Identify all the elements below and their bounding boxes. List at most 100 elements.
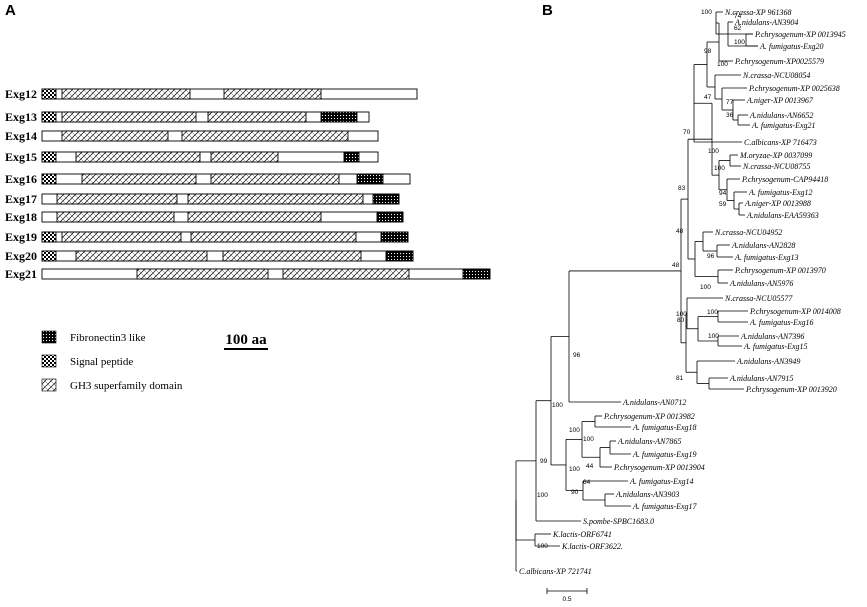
signal-peptide-domain — [41, 250, 57, 262]
taxon-label: A.nidulans-AN6652 — [749, 111, 813, 120]
gh3-domain — [210, 151, 279, 163]
bootstrap-value: 100 — [708, 148, 719, 155]
bootstrap-value: 47 — [704, 94, 712, 101]
taxon-label: M.oryzae-XP 0037099 — [739, 151, 812, 160]
gh3-domain — [75, 151, 201, 163]
taxon-label: P.chrysogenum-CAP94418 — [741, 175, 828, 184]
legend: Fibronectin3 like Signal peptide GH3 sup… — [41, 330, 183, 392]
fibronectin3-domain — [320, 111, 358, 123]
taxon-label: K.lactis-ORF3622. — [561, 542, 623, 551]
taxon-label: A. fumigatus-Exg14 — [629, 477, 694, 486]
bootstrap-value: 100 — [707, 309, 718, 316]
taxon-label: A.nidulans-AN7396 — [740, 332, 804, 341]
fibronectin3-domain — [380, 231, 409, 243]
gh3-domain — [56, 211, 175, 223]
taxon-label: A.nidulans-AN3904 — [734, 18, 798, 27]
gh3-domain — [207, 111, 307, 123]
taxon-label: P.chrysogenum-XP 0013904 — [613, 463, 705, 472]
protein-exg20: Exg20 — [5, 249, 414, 263]
protein-label: Exg16 — [5, 172, 37, 186]
taxon-label: C.albicans-XP 721741 — [519, 567, 592, 576]
signal-peptide-domain — [41, 173, 57, 185]
bootstrap-value: 100 — [734, 39, 745, 46]
bootstrap-value: 100 — [676, 311, 687, 318]
taxon-label: A. fumigatus-Exg20 — [759, 42, 824, 51]
taxon-label: A. fumigatus-Exg13 — [734, 253, 799, 262]
legend-swatch-fibronectin — [41, 330, 57, 344]
bootstrap-value: 98 — [704, 48, 712, 55]
taxon-label: A.nidulans-AN5976 — [729, 279, 793, 288]
bootstrap-value: 100 — [717, 61, 728, 68]
taxon-label: A.nidulans-AN3903 — [615, 490, 679, 499]
signal-peptide-domain — [41, 88, 57, 100]
gh3-domain — [81, 173, 197, 185]
bootstrap-value: 100 — [714, 165, 725, 172]
fibronectin3-domain — [385, 250, 414, 262]
scale-bar-b-label: 0.5 — [562, 596, 571, 603]
bootstrap-value: 94 — [719, 190, 727, 197]
bootstrap-value: 100 — [700, 284, 711, 291]
bootstrap-value: 100 — [708, 333, 719, 340]
bootstrap-value: 96 — [573, 352, 581, 359]
bootstrap-value: 77 — [726, 99, 734, 106]
taxon-label: A.niger-XP 0013967 — [746, 96, 814, 105]
taxon-label: A. fumigatus-Exg19 — [632, 450, 697, 459]
gh3-domain — [61, 88, 191, 100]
gh3-domain — [56, 193, 178, 205]
taxon-label: N.crassa-NCU04952 — [714, 228, 782, 237]
protein-exg18: Exg18 — [5, 210, 404, 224]
bootstrap-value: 100 — [537, 492, 548, 499]
signal-peptide-domain — [41, 151, 57, 163]
protein-label: Exg13 — [5, 110, 37, 124]
taxon-label: A.nidulans-EAA59363 — [746, 211, 819, 220]
gh3-domain — [61, 130, 169, 142]
bootstrap-value: 80 — [677, 317, 685, 324]
bootstrap-value: 90 — [571, 489, 579, 496]
taxon-label: P.chrysogenum-XP0025579 — [734, 57, 824, 66]
protein-label: Exg12 — [5, 87, 37, 101]
taxon-label: P.chrysogenum-XP 0013970 — [734, 266, 826, 275]
protein-label: Exg21 — [5, 267, 37, 281]
phylogenetic-tree: N.crassa-XP 961368A.nidulans-AN3904P.chr… — [515, 8, 846, 576]
taxon-label: A.nidulans-AN0712 — [622, 398, 686, 407]
bootstrap-value: 44 — [586, 463, 594, 470]
taxon-label: P.chrysogenum-XP 0025638 — [748, 84, 840, 93]
protein-label: Exg18 — [5, 210, 37, 224]
legend-label-fibronectin: Fibronectin3 like — [70, 332, 146, 344]
panel-b-letter: B — [542, 2, 553, 19]
taxon-label: N.crassa-XP 961368 — [724, 8, 792, 17]
bootstrap-value: 100 — [569, 466, 580, 473]
protein-label: Exg19 — [5, 230, 37, 244]
bootstrap-value: 59 — [719, 201, 727, 208]
taxon-label: P.chrysogenum-XP 0014008 — [749, 307, 841, 316]
fibronectin3-domain — [462, 268, 491, 280]
protein-exg13: Exg13 — [5, 110, 370, 124]
protein-exg17: Exg17 — [5, 192, 400, 206]
gh3-domain — [223, 88, 322, 100]
gh3-domain — [136, 268, 269, 280]
bootstrap-value: 100 — [701, 9, 712, 16]
taxon-label: A.nidulans-AN2828 — [731, 241, 795, 250]
bootstrap-value: 100 — [552, 402, 563, 409]
legend-label-gh3: GH3 superfamily domain — [70, 380, 183, 392]
scale-bar-a: 100 aa — [224, 332, 268, 350]
taxon-label: P.chrysogenum-XP 0013982 — [603, 412, 695, 421]
legend-label-signal: Signal peptide — [70, 356, 133, 368]
gh3-domain — [210, 173, 340, 185]
protein-exg21: Exg21 — [5, 267, 491, 281]
gh3-domain — [187, 211, 322, 223]
gh3-domain — [61, 231, 182, 243]
bootstrap-value: 74 — [734, 13, 742, 20]
scale-bar-a-label: 100 aa — [225, 332, 267, 348]
protein-exg19: Exg19 — [5, 230, 409, 244]
domain-architecture: Exg12Exg13Exg14Exg15Exg16Exg17Exg18Exg19… — [5, 87, 491, 281]
bootstrap-value: 48 — [676, 228, 684, 235]
bootstrap-value: 96 — [707, 253, 715, 260]
protein-label: Exg20 — [5, 249, 37, 263]
bootstrap-value: 100 — [537, 543, 548, 550]
bootstrap-value: 62 — [734, 25, 742, 32]
taxon-label: N.crassa-NCU05577 — [724, 294, 793, 303]
gh3-domain — [61, 111, 197, 123]
gh3-domain — [75, 250, 208, 262]
